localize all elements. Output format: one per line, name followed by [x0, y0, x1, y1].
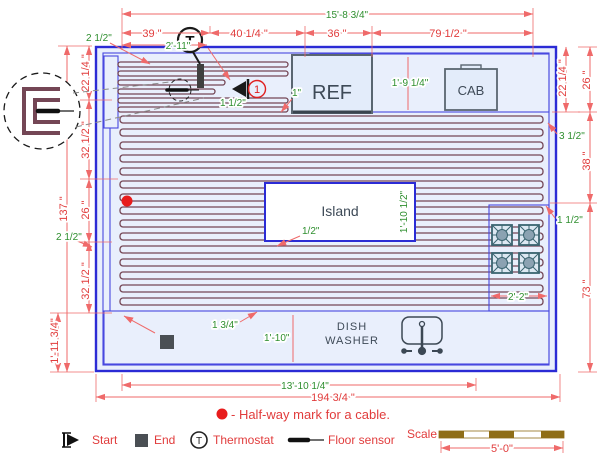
thermostat-symbol-letter: T	[185, 33, 194, 50]
detail-leader-line	[72, 81, 171, 94]
sensor-detail-circle	[3, 72, 81, 150]
start-icon	[62, 432, 79, 448]
thermostat-wire	[192, 51, 201, 65]
dim-ref-cab-gap: 1'-9 1/4"	[392, 78, 429, 89]
dim-top-overall: 15'-8 3/4"	[326, 10, 369, 21]
thermostat-conduit	[197, 64, 204, 88]
cable-start-marker	[232, 81, 246, 97]
dim-top-36: 36 "	[327, 28, 346, 40]
scale-label: Scale	[407, 427, 437, 441]
dim-left-32a: 32 1/2 "	[80, 121, 92, 159]
floor-sensor-on-plan	[165, 78, 199, 102]
legend-end-label: End	[154, 433, 175, 447]
dim-start-gap: 1 1/2"	[220, 98, 246, 109]
island-label: Island	[321, 203, 358, 219]
cable-end-marker	[160, 335, 174, 349]
dishwasher-label-line2: WASHER	[325, 335, 379, 347]
dim-ref-gap: 1"	[292, 88, 302, 99]
dim-top-40: 40 1/4 "	[230, 28, 268, 40]
dim-top-corner-gap: 2 1/2"	[86, 33, 112, 44]
burner-icon	[518, 252, 540, 274]
dim-left-overall: 137 "	[58, 196, 70, 221]
dimension-labels: 15'-8 3/4" 39 " 40 1/4 " 36 " 79 1/2 " 2…	[47, 8, 595, 406]
burner-icon	[491, 224, 513, 246]
dim-bottom-band: 1'-10"	[264, 333, 290, 344]
legend-start-label: Start	[92, 433, 118, 447]
dim-right-22: 22 1/4 "	[557, 59, 569, 97]
dim-island-height: 1'-10 1/2"	[399, 190, 410, 233]
sink-icon	[401, 316, 443, 356]
burner-icon	[491, 252, 513, 274]
dim-left-26: 26 "	[80, 200, 92, 219]
dim-top-79: 79 1/2 "	[429, 28, 467, 40]
refrigerator-box	[291, 54, 373, 114]
dishwasher-label-line1: DISH	[337, 321, 367, 333]
dim-right-38: 38 "	[581, 151, 593, 170]
circled-number-label: 1	[254, 84, 260, 96]
dimension-lines	[50, 8, 597, 402]
cabinet-label: CAB	[458, 83, 485, 98]
dim-right-73: 73 "	[581, 279, 593, 298]
dim-right-gap-top: 3 1/2"	[559, 131, 585, 142]
legend: - Half-way mark for a cable. Start End T…	[62, 407, 395, 449]
dim-right-26: 26 "	[581, 70, 593, 89]
island-box	[264, 182, 416, 242]
dim-bottom-inner: 13'-10 1/4"	[281, 381, 329, 392]
thermostat-icon	[190, 431, 208, 449]
scale-bar: Scale 5'-0"	[407, 427, 565, 457]
thermostat-icon-letter: T	[196, 436, 202, 447]
dim-top-39: 39 "	[142, 28, 161, 40]
legend-floor-sensor-label: Floor sensor	[328, 433, 395, 447]
dim-bottom-overall: 194 3/4 "	[311, 392, 355, 404]
cabinet-box	[444, 68, 498, 111]
detail-leader-line	[75, 97, 205, 128]
dim-top-2-11: 2'-11"	[166, 41, 191, 52]
scale-length-label: 5'-0"	[491, 443, 513, 455]
stove-burners	[491, 224, 540, 274]
refrigerator-label: REF	[312, 82, 352, 104]
dim-left-22: 22 1/4 "	[80, 54, 92, 92]
halfway-legend-text: - Half-way mark for a cable.	[231, 407, 390, 422]
dim-left-32b: 32 1/2 "	[80, 262, 92, 300]
halfway-mark-dot	[121, 195, 133, 207]
dim-bottom-gap: 1 3/4"	[212, 320, 238, 331]
dim-island-gap: 1/2"	[302, 226, 320, 237]
legend-thermostat-label: Thermostat	[213, 433, 274, 447]
dim-left-bottom: 1'-11 3/4"	[49, 318, 61, 364]
bottom-counter	[103, 310, 550, 365]
dim-stove-width: 2'-2"	[508, 292, 528, 303]
dim-left-gap: 2 1/2"	[56, 232, 82, 243]
burner-icon	[518, 224, 540, 246]
dim-right-gap-mid: 1 1/2"	[557, 215, 583, 226]
end-icon	[135, 434, 148, 447]
halfway-legend-dot	[216, 408, 228, 420]
circled-number	[247, 79, 267, 99]
